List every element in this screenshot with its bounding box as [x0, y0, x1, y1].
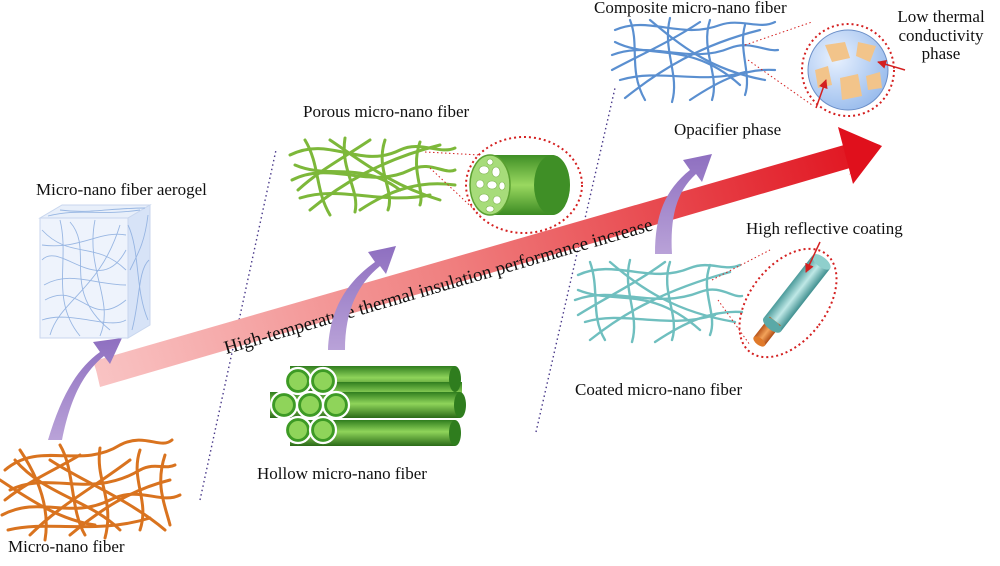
purple-arrow-1 — [48, 338, 122, 440]
composite-callout — [744, 21, 906, 117]
label-micro-nano-fiber: Micro-nano fiber — [8, 537, 125, 556]
performance-arrow-head — [838, 127, 882, 184]
orange-fiber-network — [0, 438, 182, 542]
label-hollow: Hollow micro-nano fiber — [257, 464, 427, 483]
coated-fiber-network — [573, 258, 744, 344]
performance-arrow-label: High-temperature thermal insulation perf… — [222, 215, 655, 359]
aerogel-cube — [38, 204, 152, 339]
label-composite: Composite micro-nano fiber — [594, 0, 787, 17]
label-aerogel: Micro-nano fiber aerogel — [36, 180, 207, 199]
hollow-fiber-bundle — [269, 366, 466, 446]
purple-arrow-3 — [655, 154, 712, 254]
label-low-thermal-line1: Low thermal — [897, 7, 985, 26]
label-low-thermal-line2: conductivity — [898, 25, 984, 45]
purple-arrow-2 — [328, 246, 396, 350]
composite-fiber-network — [610, 16, 780, 104]
coated-callout — [711, 241, 838, 359]
porous-fiber-network — [288, 136, 457, 217]
label-low-thermal-line3: phase — [921, 44, 961, 64]
divider-2 — [535, 87, 616, 433]
label-opacifier: Opacifier phase — [674, 120, 782, 139]
label-reflective: High reflective coating — [746, 219, 903, 238]
purple-arrows — [48, 154, 712, 440]
label-coated: Coated micro-nano fiber — [575, 380, 743, 399]
divider-1 — [199, 149, 277, 501]
porous-callout — [424, 136, 583, 234]
label-low-thermal: Low thermal conductivity phase — [886, 7, 996, 64]
label-porous: Porous micro-nano fiber — [303, 102, 470, 121]
